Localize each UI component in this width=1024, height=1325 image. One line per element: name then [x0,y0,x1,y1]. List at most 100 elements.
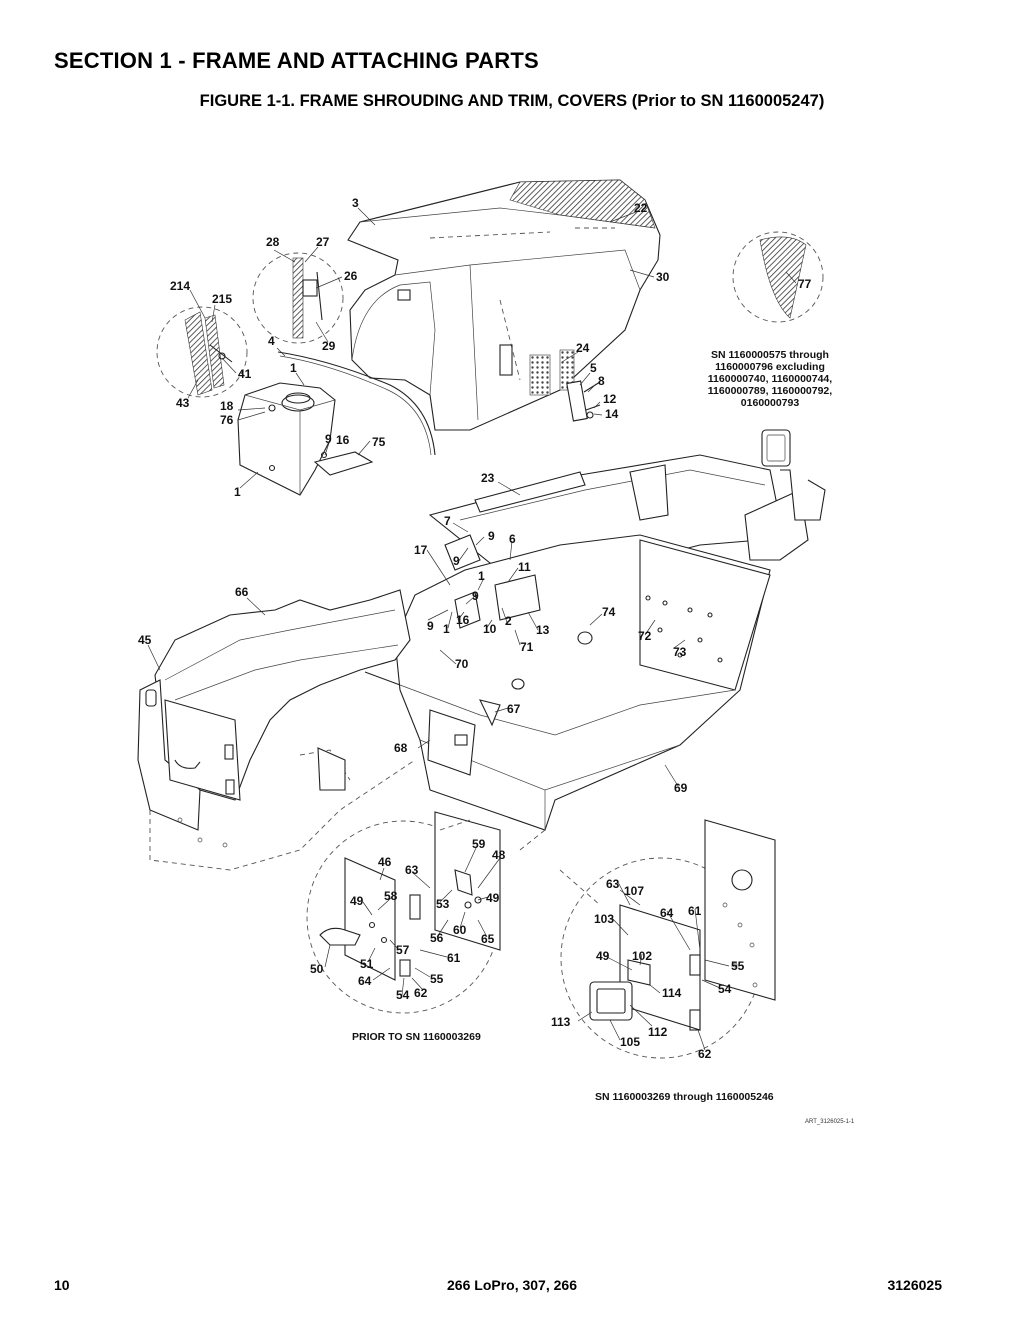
sn-note-line-4: 1160000789, 1160000792, [708,385,832,397]
callout-61-sn: 61 [688,904,702,918]
callout-61-prior: 61 [447,951,461,965]
prior-to-sn-note: PRIOR TO SN 1160003269 [352,1031,481,1043]
callout-56: 56 [430,931,444,945]
callout-30: 30 [656,270,670,284]
callout-72: 72 [638,629,652,643]
callout-1-frame: 1 [443,622,450,636]
callout-9-mid: 9 [453,554,460,568]
callout-114: 114 [662,986,682,1000]
sn-note-line-3: 1160000740, 1160000744, [708,373,832,385]
callout-48: 48 [492,848,506,862]
callout-112: 112 [648,1025,668,1039]
callout-11: 11 [518,560,531,574]
model-list: 266 LoPro, 307, 266 [447,1277,577,1293]
callout-53: 53 [436,897,450,911]
callout-6: 6 [509,532,516,546]
callout-76: 76 [220,413,234,427]
callout-9-tank: 9 [325,432,332,446]
callout-1-upper: 1 [290,361,297,375]
leader-lines [147,207,797,1051]
callout-45: 45 [138,633,152,647]
callout-3: 3 [352,196,359,210]
page-number: 10 [54,1277,70,1293]
callout-labels: 3 22 28 27 26 30 77 214 215 29 4 1 41 43… [138,196,812,1061]
callout-5: 5 [590,361,597,375]
tank-assembly [237,382,374,496]
callout-68: 68 [394,741,408,755]
callout-74: 74 [602,605,616,619]
callout-59: 59 [472,837,486,851]
callout-55-prior: 55 [430,972,444,986]
callout-23: 23 [481,471,495,485]
callout-64-prior: 64 [358,974,372,988]
callout-70: 70 [455,657,469,671]
callout-60: 60 [453,923,467,937]
callout-16-frame: 16 [456,613,470,627]
callout-107: 107 [624,884,644,898]
callout-102: 102 [632,949,652,963]
callout-57: 57 [396,943,410,957]
callout-54-sn: 54 [718,982,732,996]
section-title: SECTION 1 - FRAME AND ATTACHING PARTS [54,48,539,73]
detail-circle-seal-upper [252,252,344,344]
callout-28: 28 [266,235,280,249]
sn-through-note: SN 1160003269 through 1160005246 [595,1091,774,1103]
machine-frame [137,429,826,871]
callout-62-sn: 62 [698,1047,712,1061]
bracket-hardware [566,380,601,422]
callout-41: 41 [238,367,252,381]
callout-14: 14 [605,407,619,421]
callout-46: 46 [378,855,392,869]
callout-26: 26 [344,269,358,283]
callout-71: 71 [520,640,534,654]
callout-66: 66 [235,585,249,599]
callout-73: 73 [673,645,687,659]
detail-circle-door-prior [306,811,501,1014]
callout-49-prior-left: 49 [350,894,364,908]
callout-58: 58 [384,889,398,903]
callout-63-prior: 63 [405,863,419,877]
callout-9-left: 9 [427,619,434,633]
callout-54-prior: 54 [396,988,410,1002]
callout-103: 103 [594,912,614,926]
callout-50: 50 [310,962,324,976]
callout-22: 22 [634,201,648,215]
callout-105: 105 [620,1035,640,1049]
callout-16-tank: 16 [336,433,350,447]
serial-number-notes: SN 1160000575 through 1160000796 excludi… [352,349,855,1125]
callout-27: 27 [316,235,330,249]
callout-8: 8 [598,374,605,388]
trim-strip [277,351,436,456]
callout-43: 43 [176,396,190,410]
callout-12: 12 [603,392,617,406]
callout-49-prior-right: 49 [486,891,500,905]
callout-77: 77 [798,277,812,291]
callout-215: 215 [212,292,232,306]
callout-9-low: 9 [472,589,479,603]
detail-circle-grille [732,231,824,323]
callout-49-sn: 49 [596,949,610,963]
callout-10: 10 [483,622,497,636]
callout-24: 24 [576,341,590,355]
sn-note-line-5: 0160000793 [741,397,800,409]
callout-113: 113 [551,1015,571,1029]
callout-4: 4 [268,334,275,348]
callout-75: 75 [372,435,386,449]
callout-1-tank: 1 [234,485,241,499]
callout-51: 51 [360,957,374,971]
callout-64-sn: 64 [660,906,674,920]
callout-17: 17 [414,543,428,557]
detail-circle-door-sn-range [560,819,776,1059]
callout-63-sn: 63 [606,877,620,891]
document-number: 3126025 [887,1277,942,1293]
callout-67: 67 [507,702,521,716]
callout-18: 18 [220,399,234,413]
callout-7: 7 [444,514,451,528]
callout-2: 2 [505,614,512,628]
sn-note-line-1: SN 1160000575 through [711,349,829,361]
callout-69: 69 [674,781,688,795]
figure-title: FIGURE 1-1. FRAME SHROUDING AND TRIM, CO… [199,92,825,110]
engine-hood-cover [347,179,661,431]
